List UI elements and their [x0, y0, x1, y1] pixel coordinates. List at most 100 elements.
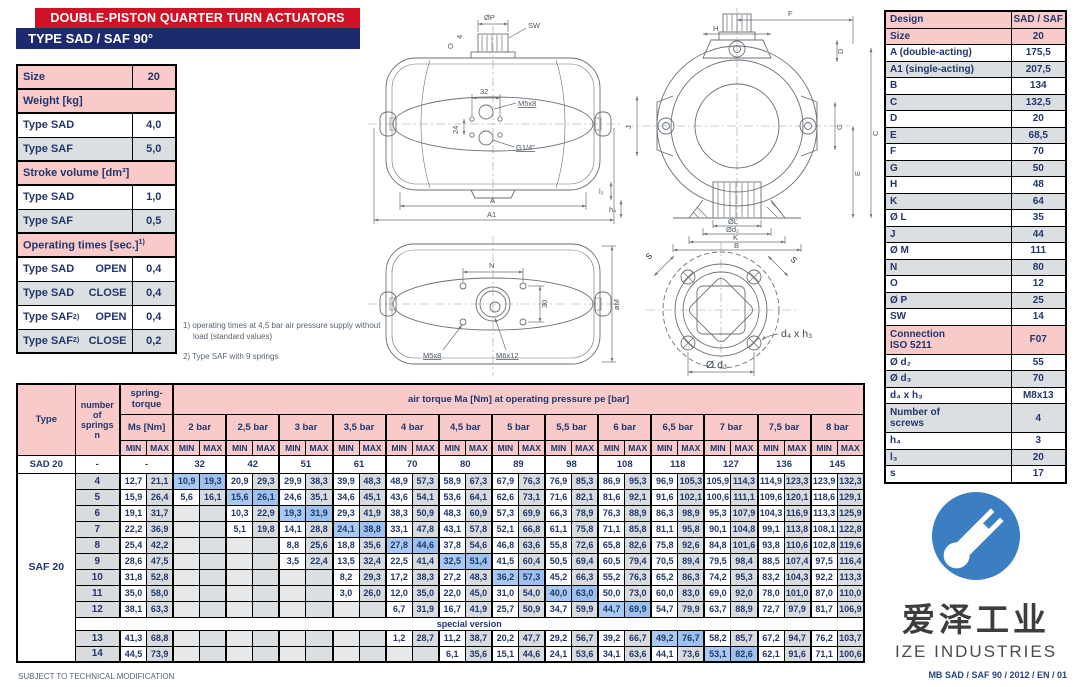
torque-value-min: [172, 645, 201, 663]
torque-ms-max: 73,9: [146, 645, 174, 663]
torque-value-min: 113,3: [809, 504, 838, 522]
spec-label-flex: Type SAD: [18, 114, 132, 137]
torque-value-min: [278, 568, 307, 586]
dimension-label: G: [884, 159, 1012, 177]
spec-row: Stroke volume [dm³]: [16, 160, 177, 186]
torque-ms-min: 15,9: [119, 488, 148, 506]
spec-row: Size 20: [16, 64, 177, 90]
torque-value-max: 22,4: [305, 552, 333, 570]
torque-min-header: MIN: [331, 439, 360, 456]
torque-max-header: MAX: [677, 439, 705, 456]
torque-value-max: 119,6: [836, 536, 865, 554]
torque-value-max: [199, 504, 227, 522]
torque-value-max: 38,3: [411, 568, 440, 586]
torque-value-min: 62,1: [756, 645, 785, 663]
dimension-value: 20: [1010, 448, 1067, 466]
spec-value: 1,0: [131, 184, 177, 210]
torque-value-max: 54,1: [411, 488, 440, 506]
dimension-value: 55: [1010, 353, 1067, 371]
torque-max-header: MAX: [517, 439, 546, 456]
torque-special-label: special version: [74, 616, 865, 631]
torque-value-max: 125,9: [836, 504, 865, 522]
dim-label: A: [490, 196, 495, 205]
torque-value-min: [172, 584, 201, 602]
torque-value-max: 95,3: [730, 568, 758, 586]
spec-value: 20: [131, 64, 177, 90]
dim-label: F: [788, 9, 793, 18]
dimension-value: 12: [1010, 275, 1067, 293]
torque-value-max: 75,8: [571, 520, 599, 538]
torque-value-min: 114,9: [756, 472, 785, 490]
torque-value-min: 75,8: [650, 536, 679, 554]
torque-ms-min: 35,0: [119, 584, 148, 602]
torque-value-max: 28,8: [305, 520, 333, 538]
torque-value-min: 41,5: [490, 552, 519, 570]
torque-value-max: 54,6: [464, 536, 493, 554]
torque-value-max: 85,8: [624, 520, 652, 538]
torque-value-min: 52,1: [490, 520, 519, 538]
torque-value-min: 19,3: [278, 504, 307, 522]
torque-value-max: [199, 645, 227, 663]
torque-value-max: [358, 600, 387, 618]
torque-value-max: 41,4: [411, 552, 440, 570]
torque-value-max: 66,3: [571, 568, 599, 586]
torque-value-max: [358, 645, 387, 663]
dim-label: 4: [455, 35, 464, 39]
torque-sad-value: 70: [384, 454, 440, 474]
thread-label: M5x8: [423, 351, 441, 360]
torque-value-max: 25,6: [305, 536, 333, 554]
torque-value-min: [331, 629, 360, 647]
torque-value-max: 50,9: [411, 504, 440, 522]
torque-ms-max: 31,7: [146, 504, 174, 522]
torque-value-min: 15,1: [490, 645, 519, 663]
torque-value-max: 100,6: [836, 645, 865, 663]
torque-min-header: MIN: [384, 439, 413, 456]
torque-value-max: 111,1: [730, 488, 758, 506]
torque-value-min: [278, 645, 307, 663]
torque-value-max: 35,0: [411, 584, 440, 602]
torque-value-max: 73,0: [624, 584, 652, 602]
torque-col-springs: number of springs n: [74, 383, 121, 456]
torque-value-min: 71,1: [597, 520, 626, 538]
torque-ms-max: 42,2: [146, 536, 174, 554]
torque-value-max: 44,6: [411, 536, 440, 554]
torque-value-min: 20,2: [490, 629, 519, 647]
spec-mode-label: OPEN: [95, 263, 127, 276]
spec-mode-label: CLOSE: [88, 334, 127, 347]
dim-label: ØP: [484, 13, 495, 22]
dim-label: d₄ x h₃: [781, 328, 812, 340]
dimension-label: Ø M: [884, 242, 1012, 260]
spec-label-text: Size: [23, 71, 46, 83]
torque-value-min: 45,2: [544, 568, 573, 586]
dimension-value: M8x13: [1010, 386, 1067, 404]
torque-value-max: 60,4: [517, 552, 546, 570]
torque-value-max: 44,6: [517, 645, 546, 663]
torque-min-header: MIN: [119, 439, 148, 456]
torque-value-max: 45,1: [358, 488, 387, 506]
spec-value: 0,4: [131, 256, 177, 282]
torque-value-max: 66,8: [517, 520, 546, 538]
flange-view-drawing: s s d₄ x h₃ Ø d₃: [643, 242, 812, 376]
dim-label: C: [871, 130, 880, 136]
torque-value-min: 123,9: [809, 472, 838, 490]
torque-value-max: 35,6: [464, 645, 493, 663]
torque-ms-header: Ms [Nm]: [118, 413, 174, 441]
torque-ms-max: 68,8: [146, 629, 174, 647]
dimension-value: 50: [1010, 159, 1067, 177]
torque-value-max: 56,7: [571, 629, 599, 647]
spec-label: Size: [16, 64, 133, 90]
torque-pressure-header: 2 bar: [172, 413, 227, 441]
spec-value: 0,5: [131, 208, 177, 234]
torque-col-type: Type: [16, 383, 76, 456]
dimension-label: D: [884, 110, 1012, 128]
torque-value-max: 66,7: [624, 629, 652, 647]
